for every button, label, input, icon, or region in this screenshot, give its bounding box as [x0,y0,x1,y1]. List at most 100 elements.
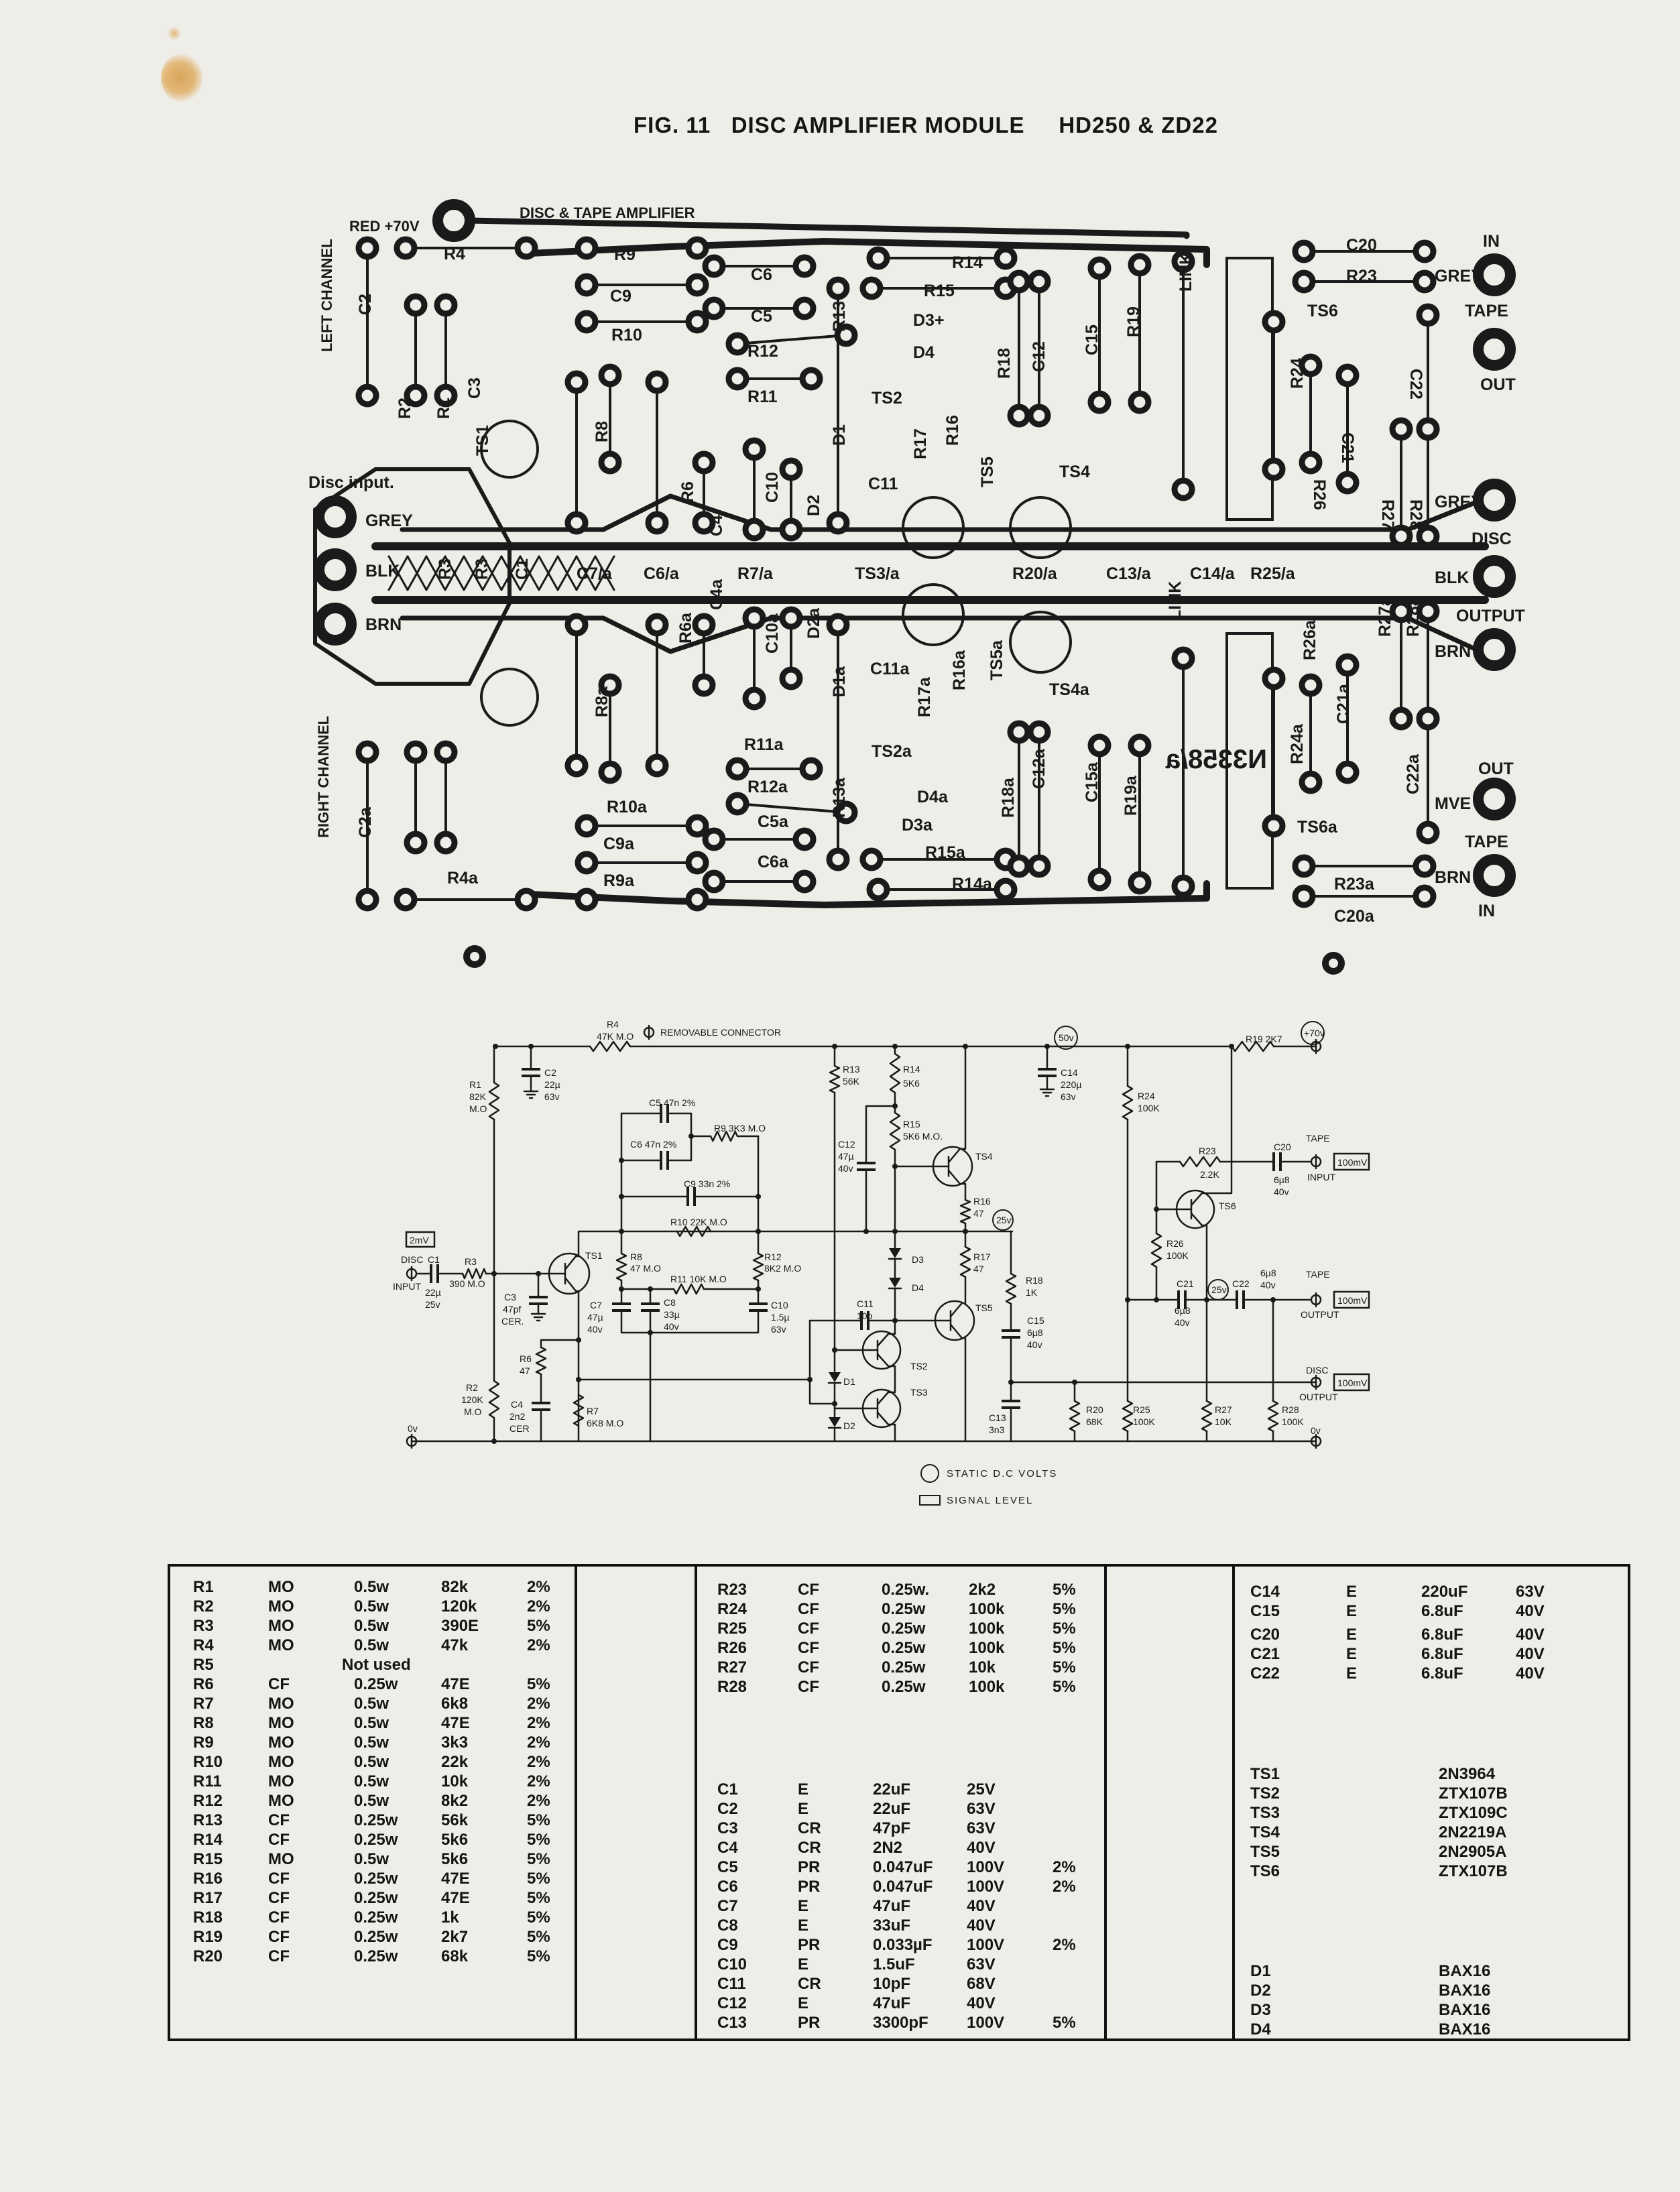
parts-cell: 2% [527,1753,550,1771]
parts-cell: E [798,1897,809,1915]
solder-pad [1416,303,1440,327]
parts-cell: 40V [1516,1602,1545,1620]
schematic-label: C10 [771,1300,788,1311]
schematic-label: TS1 [585,1250,603,1261]
parts-cell: 0.033µF [873,1936,933,1954]
solder-pad [779,517,803,542]
column-divider [575,1567,577,2038]
parts-cell: R20 [193,1947,223,1965]
parts-cell: 3300pF [873,2014,928,2032]
pcb-label: C21 [1338,432,1357,463]
pcb-label: C6/a [644,564,680,583]
parts-cell: BAX16 [1439,2001,1491,2019]
schematic-label: OUTPUT [1301,1309,1339,1320]
parts-cell: CF [268,1908,290,1927]
solder-pad [1027,854,1051,878]
parts-cell: R3 [193,1617,214,1635]
solder-pad [702,296,726,320]
pcb-label: R24 [1288,358,1307,389]
parts-cell: 100V [967,1936,1005,1954]
schematic-label: REMOVABLE CONNECTOR [660,1027,781,1038]
solder-pad [645,753,669,778]
parts-cell [268,1655,354,1675]
solder-pad [404,740,428,764]
solder-pad [1299,450,1323,475]
solder-pad [1389,599,1413,623]
parts-cell: R24 [717,1600,747,1618]
terminal-post [432,199,475,242]
parts-cell: R10 [193,1753,223,1771]
pcb-label: RIGHT CHANNEL [315,716,332,838]
parts-cell: 0.25w. [882,1581,930,1599]
solder-pad [779,606,803,630]
solder-pad [514,236,538,260]
parts-cell: 0.5w [354,1617,389,1635]
schematic-label: R26 [1166,1238,1184,1249]
pcb-label: R11a [744,735,784,754]
schematic-label: 5K6 [903,1078,920,1089]
parts-cell: C15 [1250,1602,1280,1620]
parts-cell: C11 [717,1975,746,1993]
parts-cell: CF [798,1620,819,1638]
solder-pad [564,370,589,394]
schematic-label: R14 [903,1064,920,1075]
pcb-label: R25/a [1250,564,1296,583]
junction-dot [963,1229,968,1234]
schematic-label: 100K [1282,1416,1304,1427]
resistor-symbol [1179,1156,1221,1168]
transistor-outline [480,668,539,727]
solder-pad [792,254,817,278]
pcb-label: BLK [1435,568,1469,587]
solder-pad [685,851,709,875]
schematic-label: 63v [544,1091,560,1102]
resistor-symbol [1201,1400,1213,1433]
schematic-label: C14 [1061,1067,1078,1078]
pcb-label: D1a [830,666,849,697]
schematic-label: 22µ [425,1287,441,1298]
solder-pad [434,831,458,855]
schematic-label: M.O [464,1406,482,1417]
parts-cell: 5% [527,1850,550,1868]
schematic-wire [876,1391,890,1406]
pcb-label: R18a [999,777,1018,818]
diode-symbol [829,1417,841,1427]
solder-pad [575,888,599,912]
parts-cell: E [798,1955,809,1973]
solder-pad [1292,884,1316,908]
parts-cell: 0.047uF [873,1878,933,1896]
parts-cell: TS2 [1250,1784,1280,1803]
pcb-label: C6 [751,265,772,284]
pcb-label: C2a [356,806,375,838]
parts-cell: 56k [441,1811,469,1829]
schematic-label: R3 [465,1256,477,1267]
parts-cell [1053,1838,1093,1858]
pcb-label: C9a [603,835,635,853]
pcb-label: TS5a [987,640,1006,680]
resistor-symbol [889,1052,901,1094]
static-voltage-marker [992,1209,1014,1231]
solder-pad [1413,884,1437,908]
parts-cell: E [798,1800,809,1818]
parts-cell: 22uF [873,1800,911,1818]
schematic-label: 82K [469,1091,487,1102]
parts-cell: 47uF [873,1897,911,1915]
solder-pad [1299,353,1323,377]
diode-symbol [889,1248,901,1258]
hatch-trace [444,555,465,591]
pcb-label: R4 [444,245,465,263]
solder-pad [355,740,379,764]
solder-pad [598,363,622,387]
parts-cell: E [1346,1602,1358,1620]
parts-cell: C12 [717,1994,747,2012]
schematic-label: 1.5µ [771,1312,790,1323]
pcb-label: R28 [1406,499,1425,530]
parts-cell [1053,1780,1093,1799]
pcb-label: C1 [513,558,532,580]
solder-pad [792,827,817,851]
solder-pad [692,613,716,637]
schematic-label: 40v [838,1163,853,1174]
